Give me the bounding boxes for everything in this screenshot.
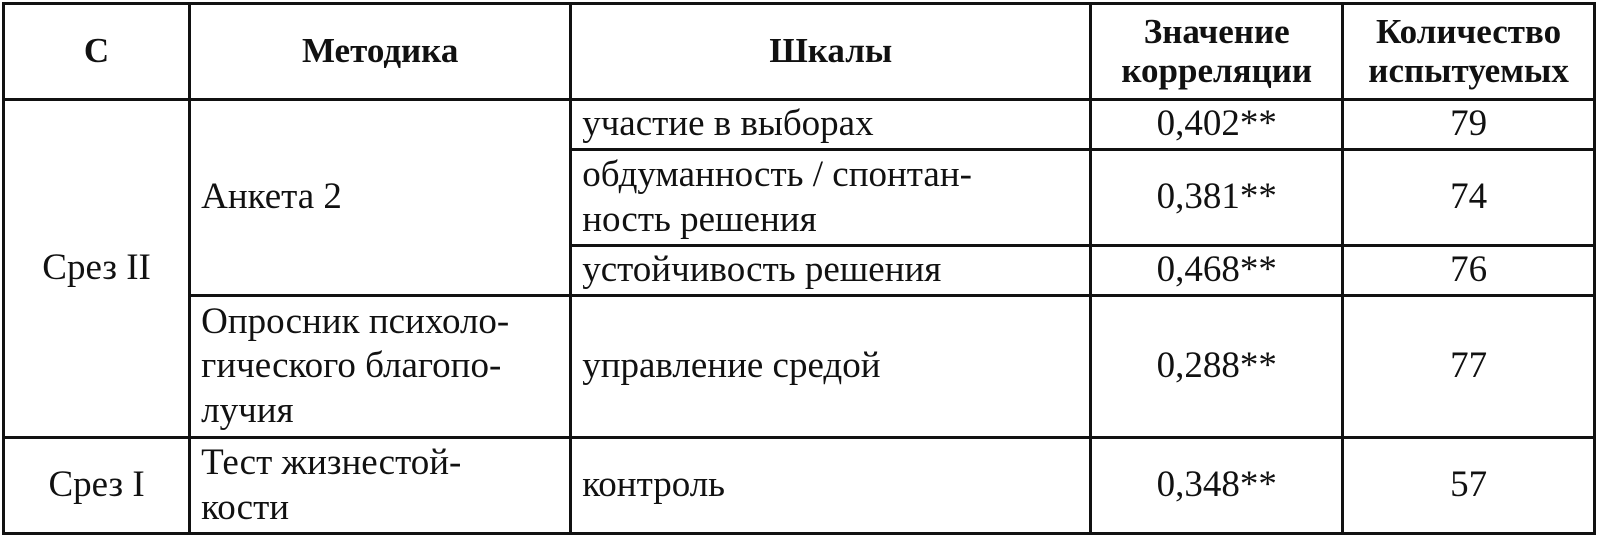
correlation-table-container: С Методика Шкалы Значение корреляции Кол… — [1, 2, 1596, 535]
subject-count-cell: 79 — [1341, 98, 1596, 151]
method-cell-wellbeing-questionnaire: Опросник психоло- гического благопо- луч… — [188, 294, 573, 439]
table-row: Срез I Тест жизнестой- кости контроль 0,… — [1, 436, 1596, 535]
table-row: Опросник психоло- гического благопо- луч… — [4, 294, 1596, 439]
table-row: обдуманность / спонтан- ность решения 0,… — [4, 148, 1596, 247]
correlation-value-cell: 0,348** — [1089, 436, 1345, 535]
scale-cell: управление средой — [569, 294, 1093, 439]
subject-count-cell: 76 — [1341, 244, 1596, 297]
method-cell-hardiness-test: Тест жизнестой- кости — [188, 436, 573, 535]
correlation-value-cell: 0,288** — [1089, 294, 1345, 439]
table-header-row: С Методика Шкалы Значение корреляции Кол… — [1, 2, 1596, 101]
header-correlation-value: Значение корреляции — [1089, 2, 1345, 101]
scale-cell: участие в выборах — [569, 98, 1093, 151]
subject-count-cell: 74 — [1341, 148, 1596, 247]
correlation-value-cell: 0,402** — [1089, 98, 1345, 151]
group-cell-slice-1: Срез I — [1, 436, 192, 535]
header-subject-count: Количество испытуемых — [1341, 2, 1596, 101]
scale-cell: контроль — [569, 436, 1093, 535]
table-row: устойчивость решения 0,468** 76 — [4, 244, 1596, 297]
header-method: Методика — [188, 2, 573, 101]
method-cell-questionnaire-2: Анкета 2 — [188, 98, 573, 297]
subject-count-cell: 57 — [1341, 436, 1596, 535]
scale-cell: устойчивость решения — [569, 244, 1093, 297]
table-row: Срез II Анкета 2 участие в выборах 0,402… — [1, 98, 1596, 439]
correlation-table: С Методика Шкалы Значение корреляции Кол… — [1, 2, 1596, 535]
correlation-value-cell: 0,381** — [1089, 148, 1345, 247]
subject-count-cell: 77 — [1341, 294, 1596, 439]
scale-cell: обдуманность / спонтан- ность решения — [569, 148, 1093, 247]
correlation-value-cell: 0,468** — [1089, 244, 1345, 297]
header-c: С — [1, 2, 192, 101]
header-scales: Шкалы — [569, 2, 1093, 101]
group-cell-slice-2: Срез II — [1, 98, 192, 439]
